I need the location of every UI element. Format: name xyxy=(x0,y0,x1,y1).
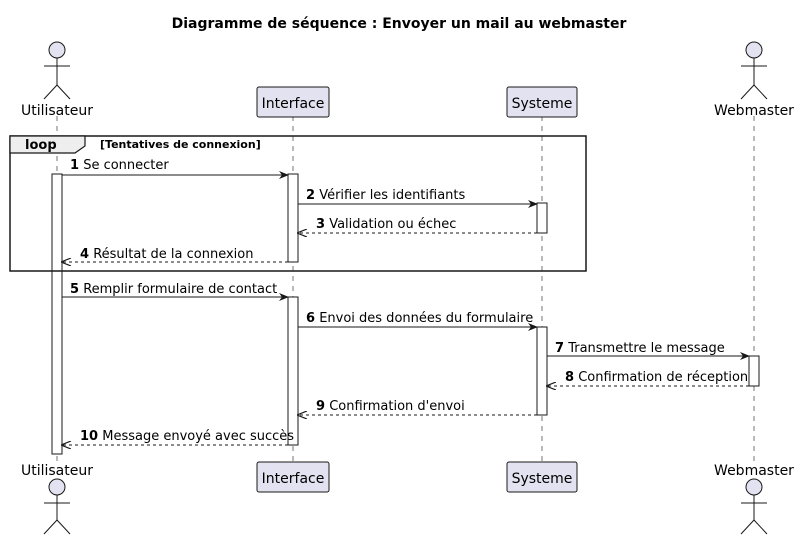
activation-systeme-1 xyxy=(536,202,548,234)
loop-frame xyxy=(9,135,587,272)
loop-fragment: loop [Tentatives de connexion] xyxy=(9,135,587,272)
message-10-label: 10 Message envoyé avec succès xyxy=(80,429,294,444)
message-5-label: 5 Remplir formulaire de contact xyxy=(70,282,277,297)
message-7-label: 7 Transmettre le message xyxy=(555,341,725,356)
activation-utilisateur xyxy=(51,173,63,455)
actor-utilisateur-bottom-icon xyxy=(43,478,71,535)
participant-interface-top-label: Interface xyxy=(262,96,325,112)
participant-interface-bottom-label: Interface xyxy=(262,471,325,487)
diagram-title: Diagramme de séquence : Envoyer un mail … xyxy=(172,16,627,32)
message-9-label: 9 Confirmation d'envoi xyxy=(316,399,465,414)
activation-webmaster xyxy=(748,355,760,387)
participant-systeme-top-label: Systeme xyxy=(512,96,573,112)
actor-utilisateur-top-label: Utilisateur xyxy=(21,103,93,119)
participant-interface-bottom-box xyxy=(256,461,330,493)
message-8-label: 8 Confirmation de réception xyxy=(565,370,748,385)
activation-systeme-2 xyxy=(536,326,548,416)
message-1-label: 1 Se connecter xyxy=(70,158,169,173)
actor-webmaster-bottom-icon xyxy=(740,478,768,535)
participant-systeme-top-box xyxy=(506,86,578,118)
participant-systeme-bottom-label: Systeme xyxy=(512,471,573,487)
actor-webmaster-top-label: Webmaster xyxy=(714,103,794,119)
message-4-label: 4 Résultat de la connexion xyxy=(80,247,254,262)
activation-bars xyxy=(51,173,760,455)
message-3-label: 3 Validation ou échec xyxy=(316,217,456,232)
loop-keyword: loop xyxy=(25,138,57,153)
actor-utilisateur-top-icon xyxy=(43,41,71,100)
actor-webmaster-top-icon xyxy=(740,41,768,100)
participant-interface-top-box xyxy=(256,86,330,118)
messages: 1 Se connecter 2 Vérifier les identifian… xyxy=(62,158,750,445)
activation-interface-1 xyxy=(287,173,299,263)
message-6-label: 6 Envoi des données du formulaire xyxy=(306,311,533,326)
participant-systeme-bottom-box xyxy=(506,461,578,493)
message-2-label: 2 Vérifier les identifiants xyxy=(306,188,466,203)
loop-tab xyxy=(9,135,86,154)
loop-condition: [Tentatives de connexion] xyxy=(100,138,261,151)
actor-utilisateur-bottom-label: Utilisateur xyxy=(21,463,93,479)
activation-interface-2 xyxy=(287,296,299,446)
actor-webmaster-bottom-label: Webmaster xyxy=(714,463,794,479)
